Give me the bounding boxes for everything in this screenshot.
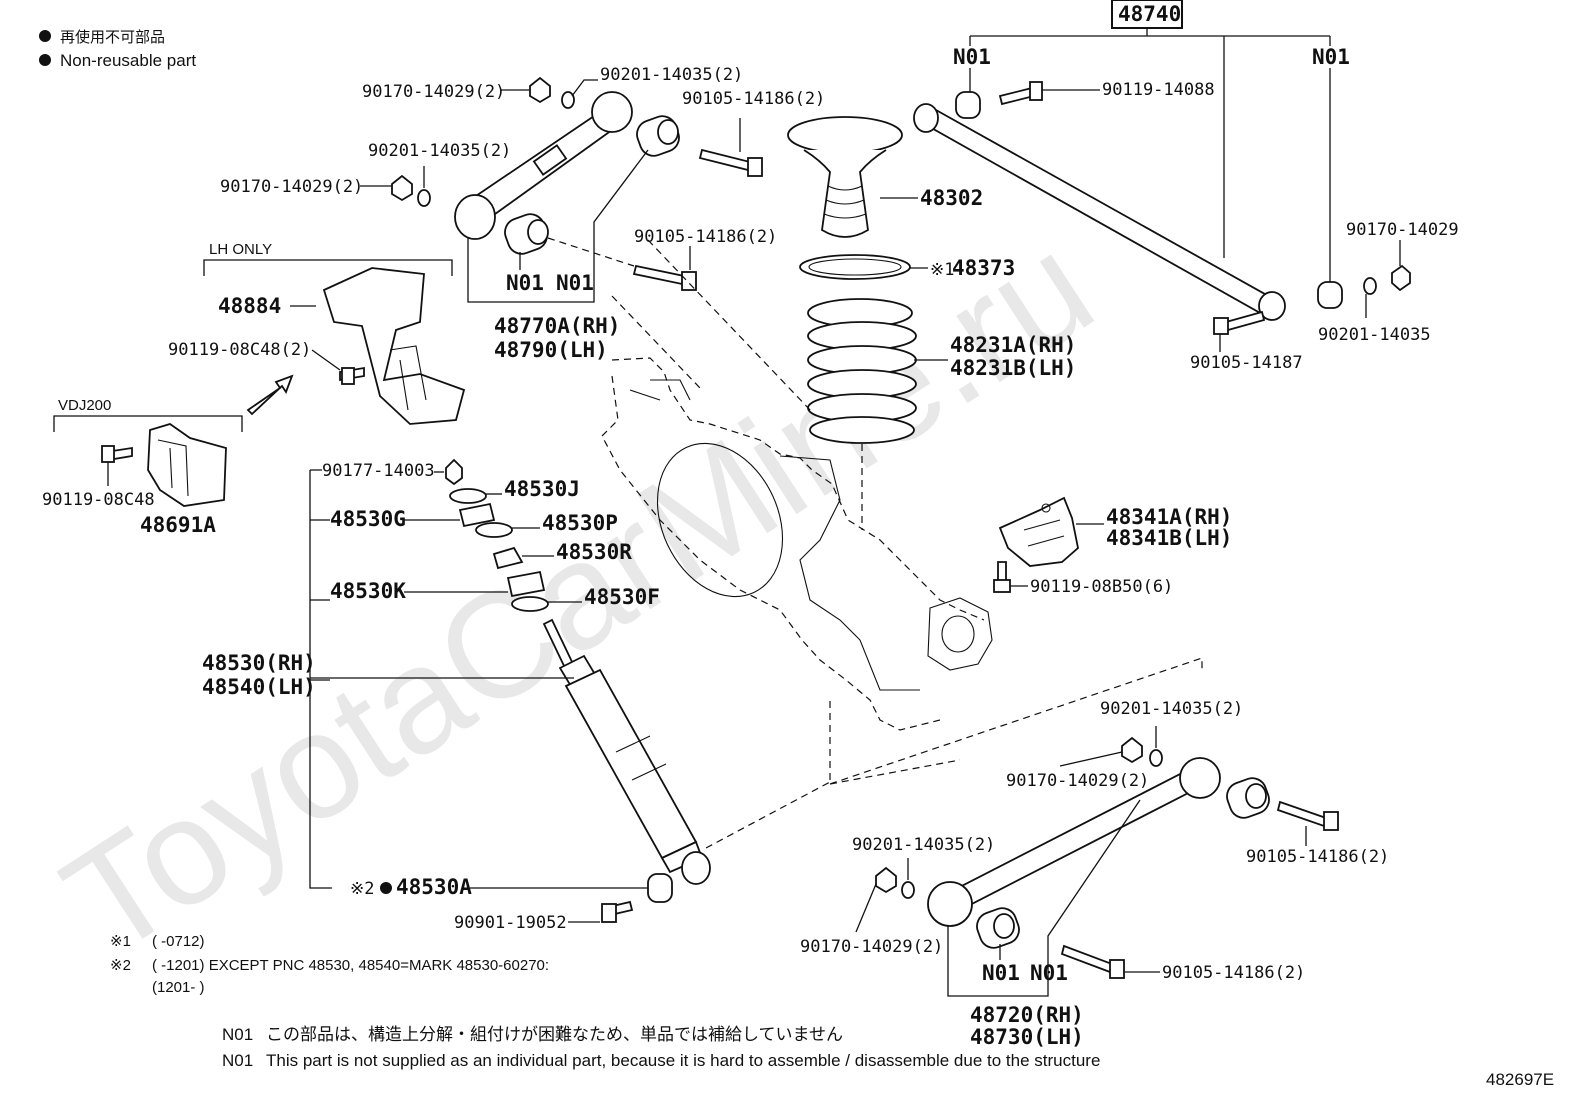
part-90119-08c48-2[interactable]: 90119-08C48(2) <box>168 340 311 360</box>
part-48530f[interactable]: 48530F <box>584 585 660 609</box>
part-90105-14187[interactable]: 90105-14187 <box>1190 353 1303 373</box>
coil-spring <box>807 298 917 444</box>
n01-note-en: This part is not supplied as an individu… <box>266 1051 1100 1070</box>
part-48341b[interactable]: 48341B(LH) <box>1106 526 1232 550</box>
part-48730[interactable]: 48730(LH) <box>970 1025 1084 1049</box>
n01-note-jp: この部品は、構造上分解・組付けが困難なため、単品では補給していません <box>266 1025 843 1044</box>
part-90170-14029-c[interactable]: 90170-14029(2) <box>1006 771 1149 791</box>
part-90170-14029-right[interactable]: 90170-14029 <box>1346 220 1459 240</box>
part-90201-14035-d[interactable]: 90201-14035(2) <box>852 835 995 855</box>
footnote-2-text: ( -1201) EXCEPT PNC 48530, 48540=MARK 48… <box>152 957 549 974</box>
part-48530r[interactable]: 48530R <box>556 540 632 564</box>
part-48530k[interactable]: 48530K <box>330 579 406 603</box>
part-90105-14186-d[interactable]: 90105-14186(2) <box>1162 963 1305 983</box>
legend-jp: 再使用不可部品 <box>60 29 165 46</box>
footnote-2-mark: ※2 <box>110 957 131 974</box>
n01-label-c[interactable]: N01 <box>506 271 544 295</box>
group-vdj200: VDJ200 <box>58 397 111 414</box>
n01-note-jp-code: N01 <box>222 1025 253 1044</box>
n01-label-d[interactable]: N01 <box>556 271 594 295</box>
part-48790[interactable]: 48790(LH) <box>494 338 608 362</box>
legend-en: Non-reusable part <box>60 51 196 70</box>
part-48720[interactable]: 48720(RH) <box>970 1003 1084 1027</box>
legend-bullet-jp <box>39 30 51 42</box>
part-48530a[interactable]: 48530A <box>396 875 472 899</box>
part-48884[interactable]: 48884 <box>218 294 281 318</box>
part-90170-14029-d[interactable]: 90170-14029(2) <box>800 937 943 957</box>
footnote-1-mark: ※1 <box>110 933 131 950</box>
part-48341a[interactable]: 48341A(RH) <box>1106 505 1232 529</box>
part-90201-14035-a[interactable]: 90201-14035(2) <box>600 65 743 85</box>
direction-arrow <box>246 374 294 416</box>
part-48530j[interactable]: 48530J <box>504 477 580 501</box>
footnote-1-text: ( -0712) <box>152 933 205 950</box>
part-48740-label[interactable]: 48740 <box>1118 2 1181 26</box>
rod-end-bushing-right <box>1258 291 1286 321</box>
part-90170-14029-b[interactable]: 90170-14029(2) <box>220 177 363 197</box>
part-48530a-mark[interactable]: ※2 <box>350 879 374 899</box>
part-90105-14186-b[interactable]: 90105-14186(2) <box>634 227 777 247</box>
part-90119-08b50[interactable]: 90119-08B50(6) <box>1030 577 1173 597</box>
part-48373-mark[interactable]: ※1 <box>930 260 954 280</box>
part-90201-14035-b[interactable]: 90201-14035(2) <box>368 141 511 161</box>
part-48740-box <box>1111 0 1183 29</box>
part-48302[interactable]: 48302 <box>920 186 983 210</box>
part-90119-08c48[interactable]: 90119-08C48 <box>42 490 155 510</box>
part-90105-14186-c[interactable]: 90105-14186(2) <box>1246 847 1389 867</box>
legend-bullet-en <box>39 54 51 66</box>
rod-end-bushing-left <box>913 103 939 133</box>
part-48373[interactable]: 48373 <box>952 256 1015 280</box>
part-48530g[interactable]: 48530G <box>330 507 406 531</box>
n01-label-f[interactable]: N01 <box>1030 961 1068 985</box>
part-90177-14003[interactable]: 90177-14003 <box>322 461 435 481</box>
part-48540-lh[interactable]: 48540(LH) <box>202 675 316 699</box>
part-48770a[interactable]: 48770A(RH) <box>494 314 620 338</box>
part-90119-14088[interactable]: 90119-14088 <box>1102 80 1215 100</box>
shock-absorber <box>542 618 711 885</box>
n01-label-a[interactable]: N01 <box>953 45 991 69</box>
part-48231b[interactable]: 48231B(LH) <box>950 356 1076 380</box>
axle-housing <box>601 357 993 731</box>
part-90201-14035-c[interactable]: 90201-14035(2) <box>1100 699 1243 719</box>
group-lh-only: LH ONLY <box>209 241 272 258</box>
part-48691a[interactable]: 48691A <box>140 513 216 537</box>
n01-label-e[interactable]: N01 <box>982 961 1020 985</box>
footnote-2-text2: (1201- ) <box>152 979 205 996</box>
diagram-id: 482697E <box>1486 1070 1554 1089</box>
part-90105-14186-a[interactable]: 90105-14186(2) <box>682 89 825 109</box>
part-90170-14029-a[interactable]: 90170-14029(2) <box>362 82 505 102</box>
part-90201-14035-right[interactable]: 90201-14035 <box>1318 325 1431 345</box>
n01-label-b[interactable]: N01 <box>1312 45 1350 69</box>
part-48231a[interactable]: 48231A(RH) <box>950 333 1076 357</box>
part-48530p[interactable]: 48530P <box>542 511 618 535</box>
part-48530-rh[interactable]: 48530(RH) <box>202 651 316 675</box>
part-90901-19052[interactable]: 90901-19052 <box>454 913 567 933</box>
n01-note-en-code: N01 <box>222 1051 253 1070</box>
non-reusable-bullet <box>380 882 392 894</box>
